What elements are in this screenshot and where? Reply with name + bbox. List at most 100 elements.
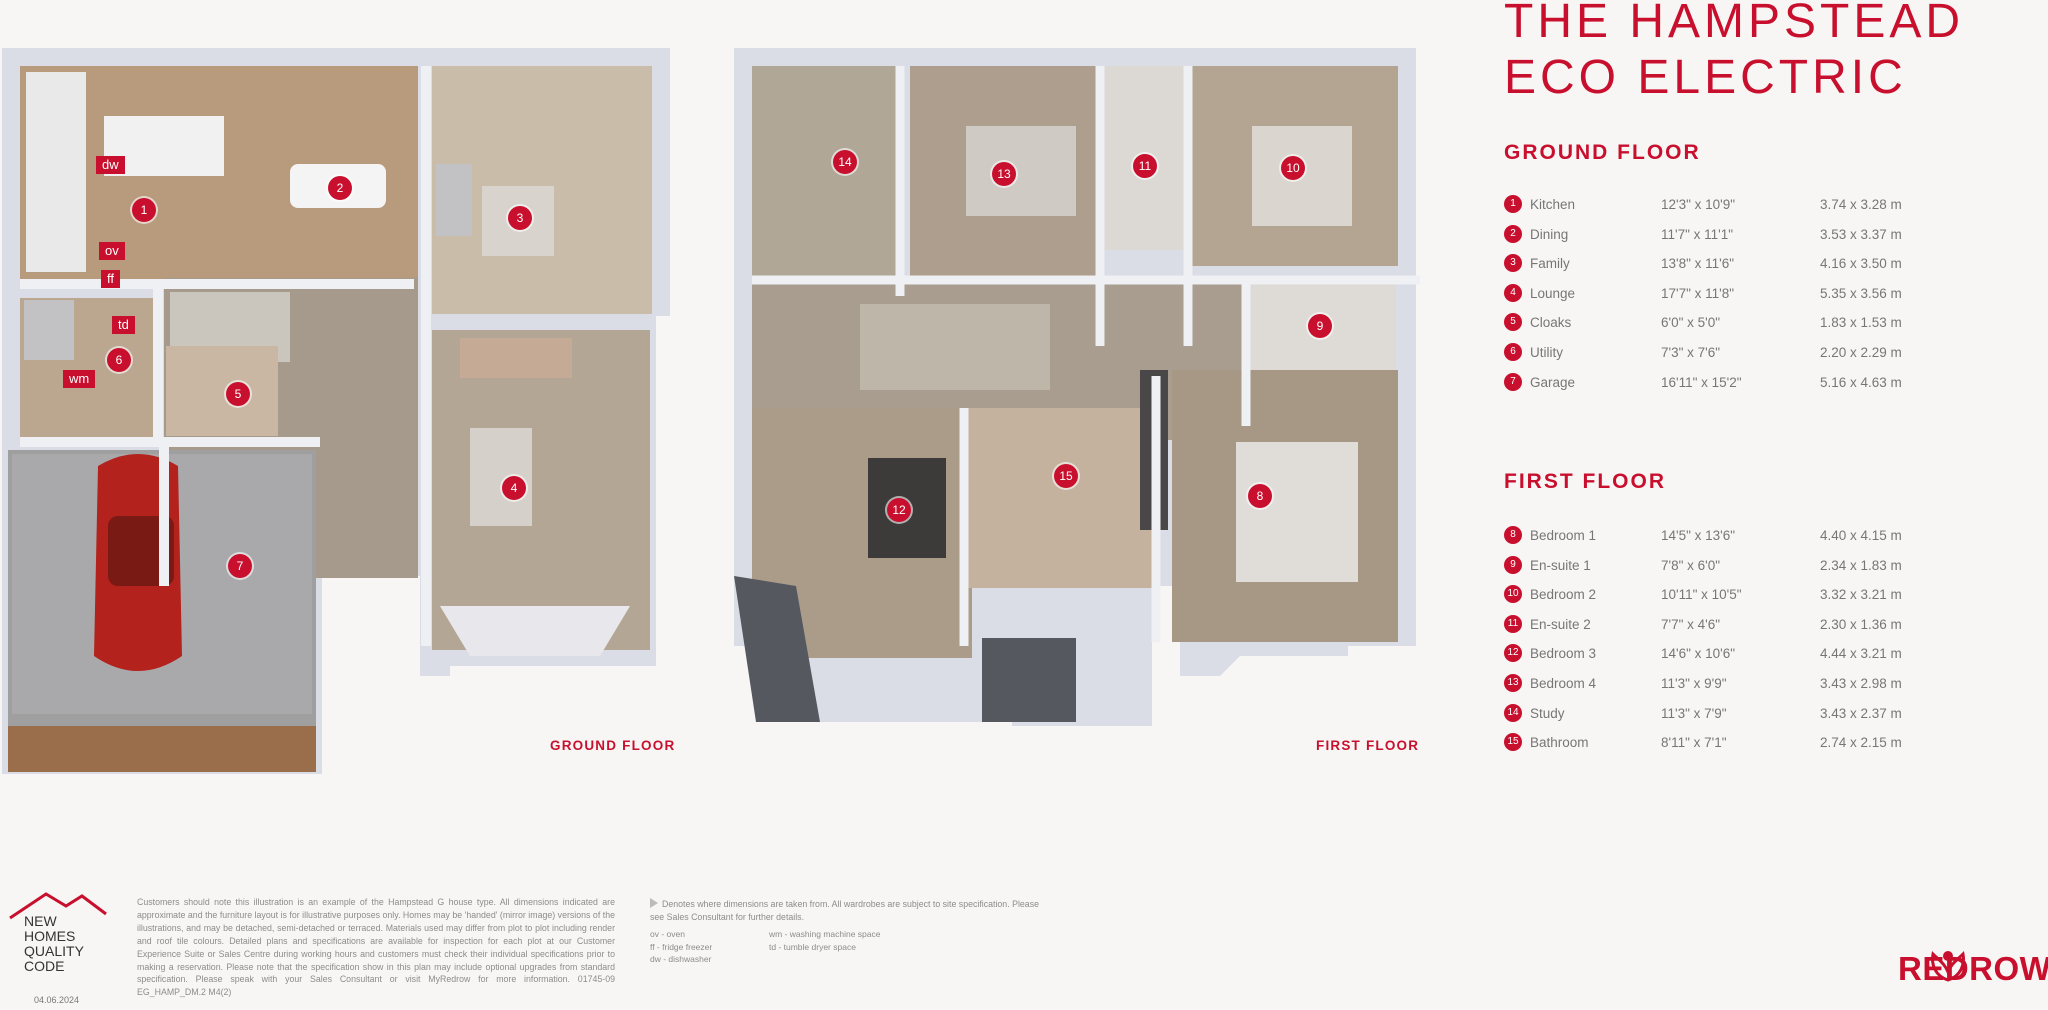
room-number-badge: 3 <box>1504 254 1522 273</box>
room-name: Utility <box>1530 344 1563 360</box>
room-size-metric: 4.40 x 4.15 m <box>1820 528 1902 543</box>
room-size-imperial: 17'7" x 11'8" <box>1661 285 1735 301</box>
room-marker-14: 14 <box>833 150 857 174</box>
room-marker-15: 15 <box>1054 464 1078 488</box>
first-floor-plan: 14 13 11 10 9 8 15 12 <box>720 46 1420 726</box>
ground-floor-plan: 1 2 3 4 5 6 7 dw ov ff td wm <box>0 46 680 776</box>
room-name: Bedroom 3 <box>1530 646 1597 662</box>
room-marker-7: 7 <box>228 554 252 578</box>
room-number-badge: 14 <box>1504 703 1522 722</box>
nhqc-line: NEW <box>24 913 57 929</box>
room-size-metric: 4.44 x 3.21 m <box>1820 646 1902 662</box>
room-name: Study <box>1530 705 1565 721</box>
room-row: 14 Study 11'3" x 7'9" 3.43 x 2.37 m <box>1504 703 1964 734</box>
room-marker-1: 1 <box>132 198 156 222</box>
room-size-metric: 3.74 x 3.28 m <box>1820 197 1902 212</box>
room-row: 11 En-suite 2 7'7" x 4'6" 2.30 x 1.36 m <box>1504 614 1964 645</box>
page-title: THE HAMPSTEAD ECO ELECTRIC <box>1504 0 2024 106</box>
issue-date: 04.06.2024 <box>34 995 80 1005</box>
appliance-tag-washing-machine: wm <box>63 370 96 388</box>
title-line-1: THE HAMPSTEAD <box>1504 0 1965 48</box>
dimension-note: Denotes where dimensions are taken from.… <box>650 898 1050 924</box>
room-marker-13: 13 <box>992 162 1016 186</box>
room-marker-2: 2 <box>328 176 352 200</box>
room-number-badge: 7 <box>1504 372 1522 391</box>
room-size-imperial: 14'5" x 13'6" <box>1661 528 1736 543</box>
first-floor-plan-label: FIRST FLOOR <box>1316 738 1420 753</box>
room-size-metric: 5.35 x 3.56 m <box>1820 285 1902 301</box>
room-marker-6: 6 <box>107 348 131 372</box>
nhqc-line: HOMES <box>24 928 76 944</box>
room-size-metric: 2.30 x 1.36 m <box>1820 616 1902 632</box>
room-marker-10: 10 <box>1281 156 1305 180</box>
redrow-tulip-icon <box>1931 950 1965 982</box>
room-size-imperial: 7'7" x 4'6" <box>1661 616 1721 632</box>
room-name: Kitchen <box>1530 197 1576 212</box>
nhqc-logo-text: NEW HOMES QUALITY CODE <box>24 914 84 974</box>
abbreviation: wm - washing machine space <box>769 929 881 939</box>
nhqc-line: CODE <box>24 958 65 974</box>
ground-floor-plan-drawing <box>2 48 670 774</box>
first-floor-plan-drawing <box>734 48 1420 726</box>
room-number-badge: 6 <box>1504 342 1522 361</box>
room-marker-8: 8 <box>1248 484 1272 508</box>
dimension-marker-icon <box>650 898 658 908</box>
nhqc-line: QUALITY <box>24 943 84 959</box>
room-size-imperial: 6'0" x 5'0" <box>1661 315 1721 331</box>
first-floor-heading: FIRST FLOOR <box>1504 470 1666 493</box>
ground-floor-plan-label: GROUND FLOOR <box>550 738 676 753</box>
room-marker-11: 11 <box>1133 154 1157 178</box>
room-size-metric: 3.43 x 2.98 m <box>1820 675 1902 691</box>
room-size-metric: 1.83 x 1.53 m <box>1820 315 1902 331</box>
room-name: En-suite 2 <box>1530 616 1591 632</box>
room-size-metric: 3.32 x 3.21 m <box>1820 587 1902 603</box>
room-name: En-suite 1 <box>1530 557 1591 573</box>
room-name: Family <box>1530 256 1570 272</box>
appliance-tag-oven: ov <box>99 242 125 260</box>
room-row: 3 Family 13'8" x 11'6" 4.16 x 3.50 m <box>1504 254 1964 284</box>
room-number-badge: 15 <box>1504 733 1522 752</box>
room-name: Dining <box>1530 226 1569 242</box>
dimension-note-text: Denotes where dimensions are taken from.… <box>650 899 1039 922</box>
room-number-badge: 10 <box>1504 585 1522 604</box>
room-name: Lounge <box>1530 285 1576 301</box>
room-marker-5: 5 <box>226 382 250 406</box>
room-number-badge: 11 <box>1504 614 1522 633</box>
room-size-imperial: 11'3" x 9'9" <box>1661 675 1727 691</box>
room-number-badge: 13 <box>1504 673 1522 692</box>
room-size-imperial: 12'3" x 10'9" <box>1661 197 1736 212</box>
room-number-badge: 1 <box>1504 195 1522 213</box>
room-marker-12: 12 <box>887 498 911 522</box>
room-row: 1 Kitchen 12'3" x 10'9" 3.74 x 3.28 m <box>1504 195 1964 225</box>
appliance-tag-tumble-dryer: td <box>112 316 135 334</box>
abbreviations-left: ov - oven ff - fridge freezer dw - dishw… <box>650 928 712 966</box>
title-line-2: ECO ELECTRIC <box>1504 51 1907 104</box>
redrow-brand-name: REDROW <box>1898 950 2048 987</box>
room-size-imperial: 10'11" x 10'5" <box>1661 587 1742 603</box>
abbreviation: ff - fridge freezer <box>650 941 713 952</box>
room-name: Bathroom <box>1530 735 1589 751</box>
room-size-metric: 2.74 x 2.15 m <box>1820 735 1902 751</box>
room-size-imperial: 13'8" x 11'6" <box>1661 256 1735 272</box>
room-size-metric: 4.16 x 3.50 m <box>1820 256 1902 272</box>
room-marker-3: 3 <box>508 206 532 230</box>
nhqc-roof-logo-icon <box>9 892 107 920</box>
room-number-badge: 5 <box>1504 313 1522 332</box>
room-size-imperial: 7'8" x 6'0" <box>1661 557 1721 573</box>
room-size-metric: 3.43 x 2.37 m <box>1820 705 1902 721</box>
room-size-metric: 5.16 x 4.63 m <box>1820 374 1902 390</box>
appliance-tag-dishwasher: dw <box>96 156 125 174</box>
ground-floor-heading: GROUND FLOOR <box>1504 141 1701 164</box>
room-marker-9: 9 <box>1308 314 1332 338</box>
room-size-imperial: 11'3" x 7'9" <box>1661 705 1727 721</box>
